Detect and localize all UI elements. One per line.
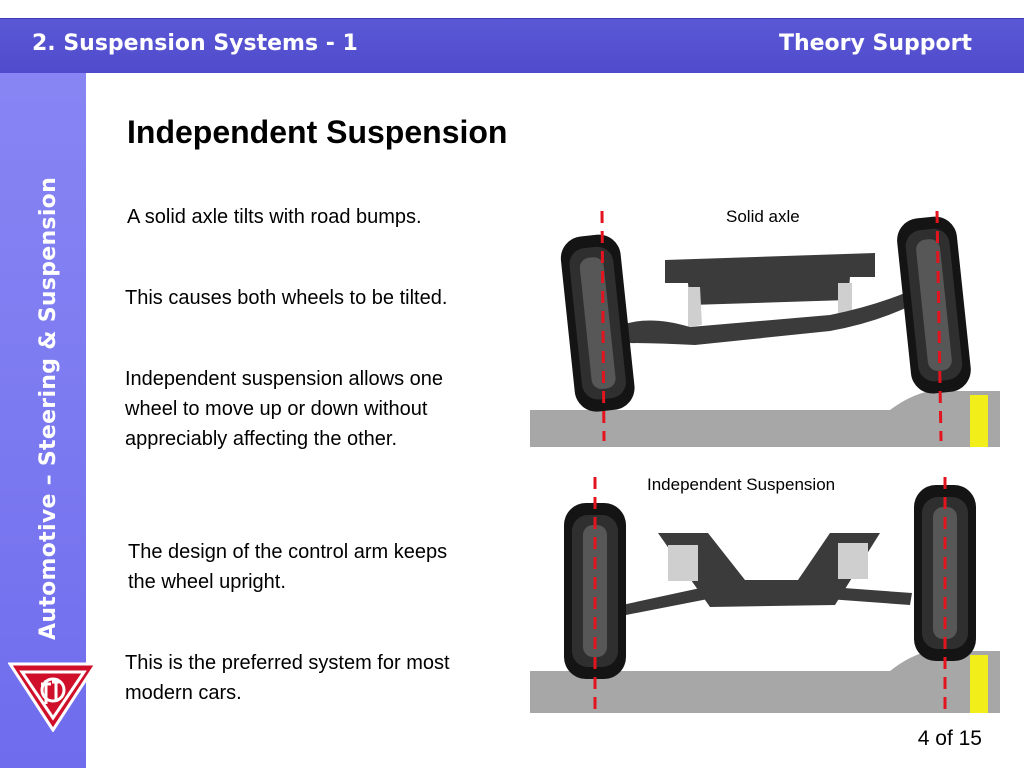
- triangle-logo-icon: [8, 662, 98, 732]
- control-arm-frame: [658, 533, 880, 607]
- right-tyre: [897, 216, 971, 394]
- right-tyre: [914, 485, 976, 661]
- right-coil-spring: [838, 543, 868, 579]
- paragraph-independent: Independent suspension allows one wheel …: [125, 368, 444, 450]
- header-title: 2. Suspension Systems - 1: [32, 31, 358, 56]
- page-number: 4 of 15: [917, 727, 982, 750]
- paragraph-control-arm: The design of the control arm keeps the …: [128, 541, 448, 593]
- solid-axle-diagram: [530, 210, 1000, 447]
- road-bump-yellow: [970, 655, 988, 713]
- paragraph-both-wheels: This causes both wheels to be tilted.: [125, 287, 448, 309]
- independent-suspension-diagram: [530, 477, 1000, 713]
- road-surface: [530, 391, 1000, 447]
- solid-axle-caption: Solid axle: [726, 207, 800, 226]
- solid-axle-beam: [622, 293, 912, 345]
- axle-frame: [665, 253, 875, 305]
- road-surface: [530, 651, 1000, 713]
- sidebar: [0, 0, 86, 768]
- header-bar: 2. Suspension Systems - 1 Theory Support: [0, 18, 1024, 73]
- left-tyre: [564, 503, 626, 679]
- page-title: Independent Suspension: [127, 114, 508, 150]
- sidebar-vertical-label: Automotive – Steering & Suspension: [36, 176, 61, 640]
- header-right-label: Theory Support: [778, 31, 972, 56]
- paragraph-preferred: This is the preferred system for most mo…: [125, 652, 450, 704]
- left-tyre: [560, 234, 635, 412]
- right-vertical-reference: [935, 210, 943, 442]
- left-vertical-reference: [600, 210, 606, 442]
- paragraph-solid-axle: A solid axle tilts with road bumps.: [127, 206, 422, 228]
- independent-suspension-caption: Independent Suspension: [647, 475, 836, 494]
- road-bump-yellow: [970, 395, 988, 447]
- left-coil-spring: [668, 545, 698, 581]
- sidebar-top-notch: [0, 0, 86, 18]
